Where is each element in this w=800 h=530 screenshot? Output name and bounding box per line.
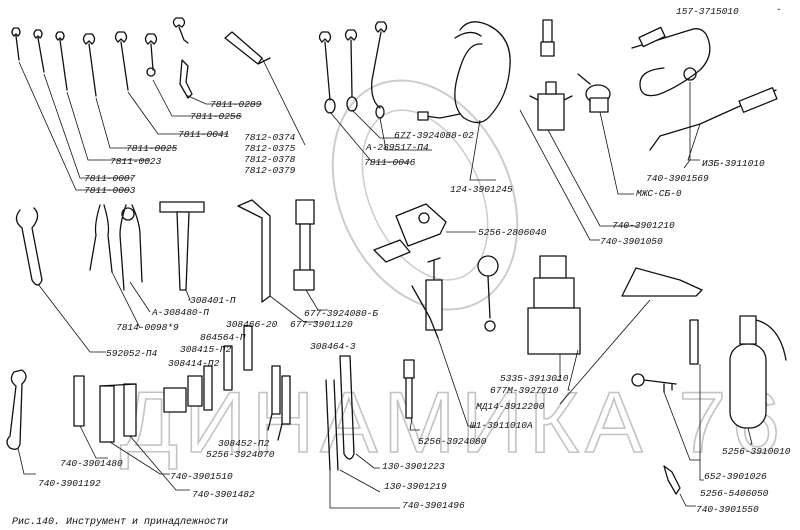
label-130-3901219: 130-3901219 xyxy=(384,481,447,492)
label-740-3901210: 740-3901210 xyxy=(612,220,675,231)
label-5256-3924080: 5256-3924080 xyxy=(418,436,487,447)
label-308401-P: 308401-П xyxy=(190,295,236,306)
grease-gun-icon xyxy=(577,73,611,113)
label-5256-5406050: 5256-5406050 xyxy=(700,488,769,499)
flat-wrench-icon xyxy=(6,369,27,450)
jack-head-icon xyxy=(529,81,573,131)
label-7811-0003: 7811-0003 xyxy=(84,185,136,196)
wheel-chock-icon xyxy=(621,267,703,297)
socket-wrench-set-icon xyxy=(73,375,137,443)
label-157-3715010: 157-3715010 xyxy=(676,6,739,17)
label-7812-0374: 7812-0374 xyxy=(244,132,296,143)
label-7811-0046: 7811-0046 xyxy=(364,157,416,168)
part-labels: 157-3715010 7811-0289 7811-0256 7811-004… xyxy=(38,6,791,515)
watermark-ring-inner xyxy=(361,109,489,281)
label-308415-P2: 308415-П2 xyxy=(180,344,232,355)
label-A-289517-P4: А-289517-П4 xyxy=(365,142,429,153)
hydraulic-jack-icon xyxy=(527,255,581,355)
label-740-3901550: 740-3901550 xyxy=(696,504,759,515)
label-Sh1-3911010A: Ш1-3911010А xyxy=(469,420,533,431)
label-7811-0023: 7811-0023 xyxy=(110,156,162,167)
label-7811-0256: 7811-0256 xyxy=(190,111,242,122)
label-677-3901120: 677-3901120 xyxy=(290,319,353,330)
label-7812-0375: 7812-0375 xyxy=(244,143,296,154)
label-677M-3927010: 677М-3927010 xyxy=(490,385,559,396)
label-308452-P2: 308452-П2 xyxy=(218,438,270,449)
label-308464-3: 308464-3 xyxy=(310,341,356,352)
label-740-3901480: 740-3901480 xyxy=(60,458,123,469)
spark-plug-key-icon xyxy=(373,203,447,263)
label-7811-0007: 7811-0007 xyxy=(84,173,136,184)
socket-extension-icon xyxy=(540,19,555,57)
label-IZB-3911010: ИЗБ-3911010 xyxy=(702,158,765,169)
label-677-3924080-B: 677-3924080-Б xyxy=(304,308,378,319)
pry-bar-icon xyxy=(325,355,355,471)
label-7811-0289: 7811-0289 xyxy=(210,99,262,110)
label-740-3901569: 740-3901569 xyxy=(646,173,709,184)
oil-can-icon xyxy=(649,87,778,151)
label-5335-3913010: 5335-3913010 xyxy=(500,373,569,384)
combination-wrench-icon xyxy=(318,21,388,119)
label-592052-P4: 592052-П4 xyxy=(106,348,158,359)
hex-key-icon xyxy=(224,31,271,65)
tire-hose-icon xyxy=(417,21,511,124)
label-740-3901510: 740-3901510 xyxy=(170,471,233,482)
hammer-icon xyxy=(159,201,205,291)
label-652-3901026: 652-3901026 xyxy=(704,471,767,482)
label-MD14-3912200: МД14-3912200 xyxy=(476,401,545,412)
ring-spanner-icon xyxy=(15,207,43,286)
label-7814-0098x9: 7814-0098*9 xyxy=(116,322,179,333)
tag-icon xyxy=(663,465,681,495)
label-864564-P: 864564-П xyxy=(200,332,246,343)
wrench-set-icon xyxy=(11,17,193,99)
corner-mark: - xyxy=(776,4,782,15)
label-7812-0378: 7812-0378 xyxy=(244,154,296,165)
label-5256-3924070: 5256-3924070 xyxy=(206,449,275,460)
valve-key-icon xyxy=(631,319,699,393)
label-7812-0379: 7812-0379 xyxy=(244,165,296,176)
label-5256-3910010: 5256-3910010 xyxy=(722,446,791,457)
label-740-3901482: 740-3901482 xyxy=(192,489,255,500)
watermark-ring-outer xyxy=(331,79,519,311)
tube-wrench-icon xyxy=(403,359,415,419)
label-677-3924088-02: 677-3924088-02 xyxy=(394,130,474,141)
label-5256-2806040: 5256-2806040 xyxy=(478,227,547,238)
cable-light-icon xyxy=(631,26,711,97)
label-124-3901245: 124-3901245 xyxy=(450,184,513,195)
wheel-wrench-icon xyxy=(237,199,315,303)
label-740-3901050: 740-3901050 xyxy=(600,236,663,247)
label-308466-20: 308466-20 xyxy=(226,319,278,330)
pliers-icon xyxy=(89,204,143,291)
tire-pump-icon xyxy=(411,255,499,339)
figure-caption: Рис.140. Инструмент и принадлежности xyxy=(12,517,228,528)
label-A-308480-P: А-308480-П xyxy=(151,307,209,318)
label-740-3901496: 740-3901496 xyxy=(402,500,465,511)
screwdriver-set-icon xyxy=(163,325,291,441)
label-130-3901223: 130-3901223 xyxy=(382,461,445,472)
label-740-3901192: 740-3901192 xyxy=(38,478,101,489)
label-7811-0041: 7811-0041 xyxy=(178,129,229,140)
label-MZhS-SB-0: МЖС-СБ-0 xyxy=(636,188,682,199)
leader-lines xyxy=(18,61,262,191)
label-7811-0025: 7811-0025 xyxy=(126,143,178,154)
label-308414-P2: 308414-П2 xyxy=(168,358,220,369)
